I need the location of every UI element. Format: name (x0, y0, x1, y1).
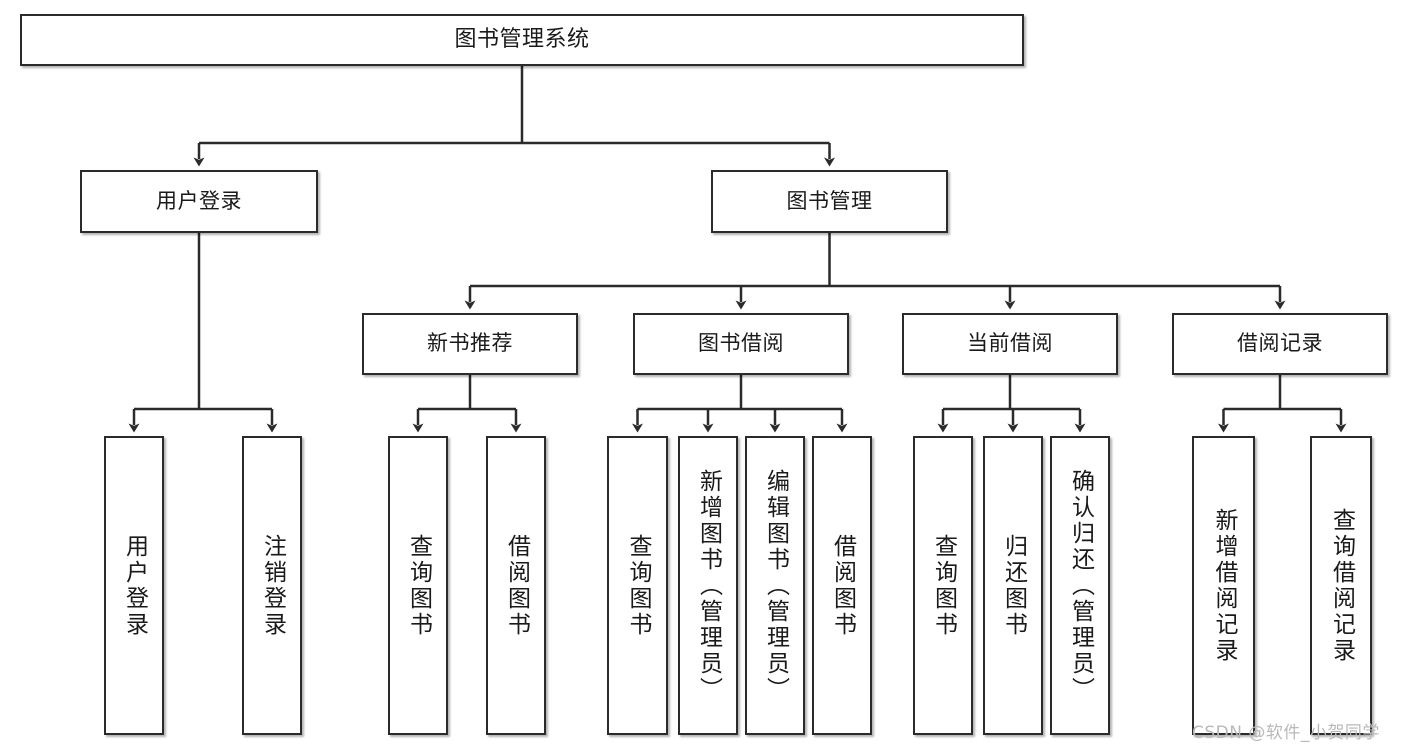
node-leaf-bb-borrow-book: 借阅图书 (812, 436, 872, 735)
node-borrow-record: 借阅记录 (1172, 313, 1388, 375)
node-current-borrow: 当前借阅 (902, 313, 1118, 375)
node-label: 借阅记录 (1237, 331, 1323, 356)
node-leaf-rec-borrow-book: 借阅图书 (486, 436, 546, 735)
node-leaf-cb-return-book: 归还图书 (983, 436, 1043, 735)
node-leaf-bb-query-book: 查询图书 (607, 436, 668, 735)
csdn-watermark: CSDN @软件_小贺同学 (1192, 723, 1380, 743)
node-leaf-bb-edit-book: 编辑图书（管理员） (745, 436, 805, 735)
node-leaf-bb-add-book: 新增图书（管理员） (678, 436, 738, 735)
node-leaf-cb-query-book: 查询图书 (913, 436, 973, 735)
node-leaf-user-login: 用户登录 (104, 436, 164, 735)
node-label: 查询图书 (405, 533, 432, 638)
node-label: 当前借阅 (967, 331, 1053, 356)
node-leaf-br-query-record: 查询借阅记录 (1310, 436, 1372, 735)
node-leaf-rec-query-book: 查询图书 (388, 436, 448, 735)
node-label: 查询借阅记录 (1328, 507, 1355, 664)
node-label: 编辑图书（管理员） (762, 468, 789, 703)
node-label: 注销登录 (259, 533, 286, 638)
node-label: 用户登录 (156, 188, 242, 213)
node-label: 新增图书（管理员） (695, 468, 722, 703)
node-label: 新增借阅记录 (1211, 507, 1237, 664)
node-user-login: 用户登录 (80, 170, 318, 233)
node-leaf-br-add-record: 新增借阅记录 (1192, 436, 1255, 735)
node-label: 查询图书 (625, 533, 651, 638)
node-label: 图书借阅 (698, 331, 784, 356)
node-label: 借阅图书 (829, 533, 856, 638)
node-label: 查询图书 (930, 533, 957, 638)
node-new-book-rec: 新书推荐 (362, 313, 578, 375)
node-label: 用户登录 (121, 533, 148, 638)
node-book-borrow: 图书借阅 (633, 313, 849, 375)
node-label: 借阅图书 (503, 533, 530, 638)
node-label: 归还图书 (1000, 533, 1027, 638)
node-root: 图书管理系统 (20, 14, 1024, 66)
node-book-manage: 图书管理 (711, 170, 948, 233)
node-label: 确认归还（管理员） (1067, 468, 1094, 703)
node-label: 新书推荐 (427, 331, 513, 356)
node-label: 图书管理 (786, 188, 873, 213)
node-leaf-user-logout: 注销登录 (242, 436, 302, 735)
node-label: 图书管理系统 (454, 26, 590, 52)
node-leaf-cb-confirm-return: 确认归还（管理员） (1050, 436, 1110, 735)
